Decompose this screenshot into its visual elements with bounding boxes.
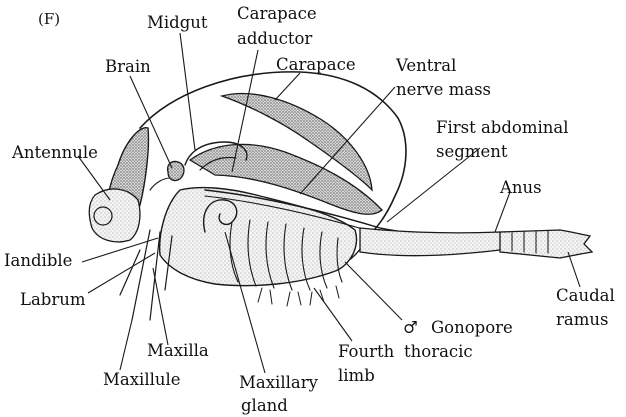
label-first-abdominal-segment-line1: First abdominal xyxy=(436,118,569,137)
label-mandible: Iandible xyxy=(4,251,72,270)
label-first-abdominal-segment-line2: segment xyxy=(436,142,508,161)
label-ventral-nerve-mass-line2: nerve mass xyxy=(396,80,491,99)
label-caudal-ramus-line2: ramus xyxy=(556,310,608,329)
head-mouthparts xyxy=(89,189,140,242)
abdomen xyxy=(360,228,504,256)
label-maxillule: Maxillule xyxy=(103,370,181,389)
label-gonopore: Gonopore xyxy=(431,318,513,337)
label-fourth-thoracic-limb-line3: limb xyxy=(338,366,375,385)
label-fourth-thoracic-limb-line2: thoracic xyxy=(404,342,473,361)
gonopore-symbol: ♂ xyxy=(403,318,418,337)
label-carapace: Carapace xyxy=(276,55,356,74)
label-fourth-thoracic-limb-line1: Fourth xyxy=(338,342,395,361)
label-antennule: Antennule xyxy=(11,143,98,162)
label-midgut: Midgut xyxy=(147,13,208,32)
label-maxillary-gland-line1: Maxillary xyxy=(239,373,319,392)
caudal-ramus-shape xyxy=(500,230,592,258)
label-ventral-nerve-mass-line1: Ventral xyxy=(395,56,456,75)
label-brain: Brain xyxy=(105,57,151,76)
panel-letter: (F) xyxy=(38,10,60,28)
label-maxilla: Maxilla xyxy=(147,341,209,360)
label-maxillary-gland-line2: gland xyxy=(241,396,288,415)
label-carapace-adductor-line2: adductor xyxy=(237,29,312,48)
label-carapace-adductor-line1: Carapace xyxy=(237,4,317,23)
label-labrum: Labrum xyxy=(20,290,86,309)
label-anus: Anus xyxy=(499,178,542,197)
label-caudal-ramus-line1: Caudal xyxy=(556,286,615,305)
